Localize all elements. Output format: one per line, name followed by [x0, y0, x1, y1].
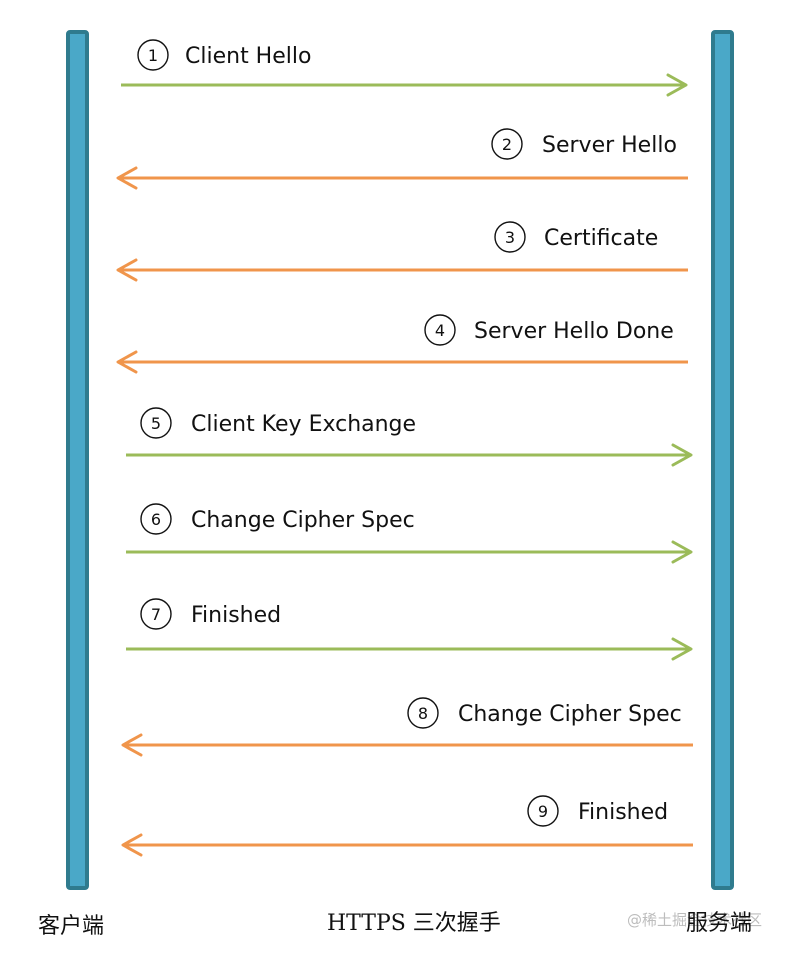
- message-label: Server Hello Done: [474, 319, 674, 344]
- client-label: 客户端: [38, 914, 104, 939]
- message-list: 1 Client Hello 2 Server Hello 3 Certificate 4 S…: [116, 39, 693, 857]
- step-number-circle: [491, 128, 523, 160]
- server-lifeline: [711, 30, 734, 890]
- step-number: 9: [538, 802, 548, 821]
- arrowhead-left-icon: [116, 166, 138, 190]
- step-number: 3: [505, 228, 515, 247]
- step-number-circle: [424, 314, 456, 346]
- message-3: 3 Certificate: [116, 221, 688, 282]
- diagram-title: HTTPS 三次握手: [327, 911, 501, 936]
- message-label: Client Key Exchange: [191, 412, 416, 437]
- arrowhead-left-icon: [116, 258, 138, 282]
- arrowhead-left-icon: [121, 733, 143, 757]
- arrowhead-left-icon: [116, 350, 138, 374]
- message-6: 6 Change Cipher Spec: [126, 503, 693, 564]
- step-number: 7: [151, 605, 161, 624]
- step-number: 6: [151, 510, 161, 529]
- step-number-circle: [494, 221, 526, 253]
- step-number-circle: [137, 39, 169, 71]
- message-4: 4 Server Hello Done: [116, 314, 688, 374]
- message-label: Finished: [191, 603, 281, 628]
- step-number: 4: [435, 321, 445, 340]
- arrowhead-right-icon: [671, 637, 693, 661]
- message-label: Change Cipher Spec: [458, 702, 682, 727]
- step-number: 5: [151, 414, 161, 433]
- arrowhead-right-icon: [671, 443, 693, 467]
- message-8: 8 Change Cipher Spec: [121, 697, 693, 757]
- server-label: 服务端: [686, 911, 752, 936]
- step-number-circle: [140, 598, 172, 630]
- step-number-circle: [527, 795, 559, 827]
- step-number-circle: [140, 503, 172, 535]
- step-number: 2: [502, 135, 512, 154]
- arrowhead-left-icon: [121, 833, 143, 857]
- step-number: 8: [418, 704, 428, 723]
- message-1: 1 Client Hello: [121, 39, 688, 97]
- message-label: Change Cipher Spec: [191, 508, 415, 533]
- message-label: Server Hello: [542, 133, 677, 158]
- arrowhead-right-icon: [666, 73, 688, 97]
- client-lifeline: [66, 30, 89, 890]
- step-number-circle: [140, 407, 172, 439]
- watermark: @稀土掘金技术社区: [627, 911, 762, 929]
- step-number-circle: [407, 697, 439, 729]
- message-7: 7 Finished: [126, 598, 693, 661]
- step-number: 1: [148, 46, 158, 65]
- message-2: 2 Server Hello: [116, 128, 688, 190]
- message-label: Certificate: [544, 226, 658, 251]
- message-5: 5 Client Key Exchange: [126, 407, 693, 467]
- arrowhead-right-icon: [671, 540, 693, 564]
- message-label: Client Hello: [185, 44, 311, 69]
- message-9: 9 Finished: [121, 795, 693, 857]
- message-label: Finished: [578, 800, 668, 825]
